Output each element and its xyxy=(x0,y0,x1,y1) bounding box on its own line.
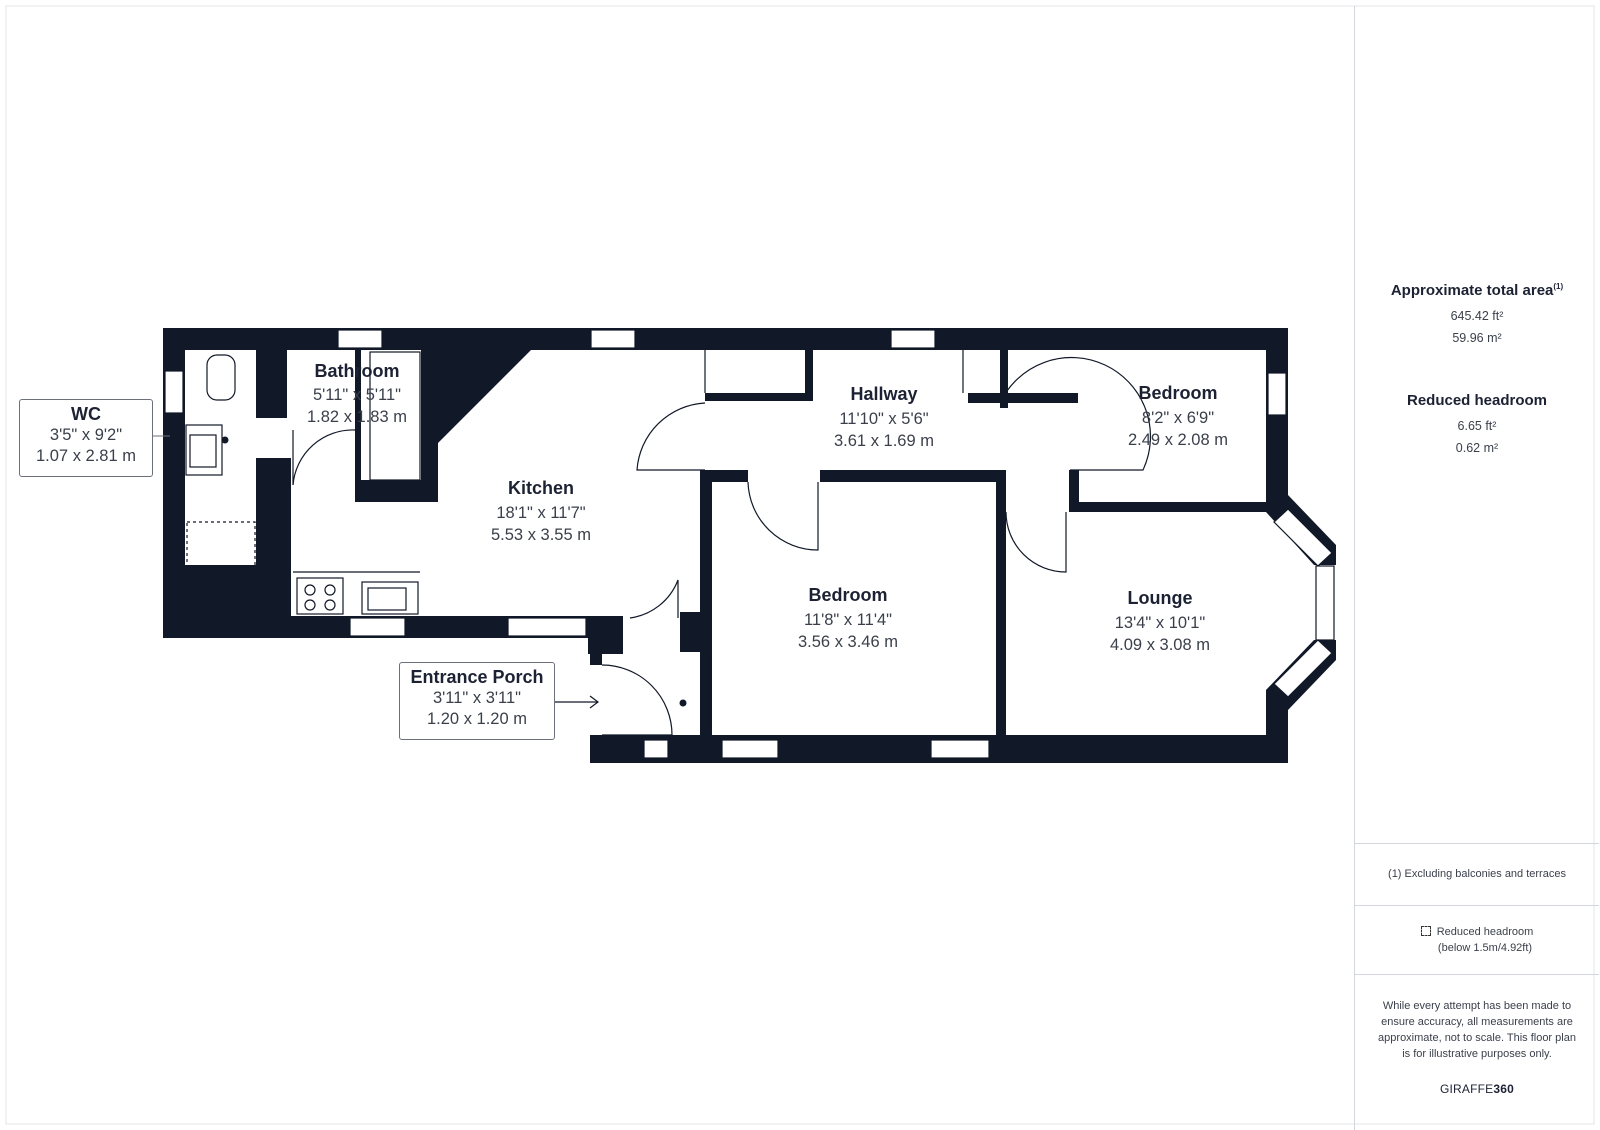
wc-metric: 1.07 x 2.81 m xyxy=(36,447,136,465)
legend: Reduced headroom (below 1.5m/4.92ft) xyxy=(1355,924,1599,956)
disclaimer: While every attempt has been made to ens… xyxy=(1378,1000,1576,1060)
bedroom-large-name: Bedroom xyxy=(808,585,887,605)
hallway-name: Hallway xyxy=(850,384,917,404)
total-area-ft: 645.42 ft² xyxy=(1450,309,1504,323)
footnote: (1) Excluding balconies and terraces xyxy=(1388,868,1566,880)
windows xyxy=(164,329,1335,759)
reduced-headroom-icon xyxy=(1420,926,1431,936)
entrance-porch-name: Entrance Porch xyxy=(410,667,544,687)
lounge-name: Lounge xyxy=(1128,588,1193,608)
reduced-headroom-block: Reduced headroom 6.65 ft² 0.62 m² xyxy=(1355,392,1599,455)
entrance-porch-label: Entrance Porch 3'11" x 3'11" 1.20 x 1.20… xyxy=(399,662,555,740)
reduced-headroom-title: Reduced headroom xyxy=(1406,392,1548,409)
legend-line-1: Reduced headroom xyxy=(1436,926,1534,938)
bathroom-metric: 1.82 x 1.83 m xyxy=(307,408,407,426)
bedroom-large-imperial: 11'8" x 11'4" xyxy=(804,611,892,629)
fixtures xyxy=(185,350,1152,736)
giraffe360-logo: GIRAFFE360 xyxy=(1439,1082,1515,1096)
bedroom-small-imperial: 8'2" x 6'9" xyxy=(1142,409,1214,427)
total-area-title: Approximate total area(1) xyxy=(1390,282,1564,299)
kitchen-metric: 5.53 x 3.55 m xyxy=(491,526,591,544)
separator xyxy=(1355,843,1599,844)
bedroom-large-metric: 3.56 x 3.46 m xyxy=(798,633,898,651)
lounge-metric: 4.09 x 3.08 m xyxy=(1110,636,1210,654)
wc-door-handle xyxy=(221,436,229,444)
entrance-porch-metric: 1.20 x 1.20 m xyxy=(427,710,527,728)
reduced-headroom-ft: 6.65 ft² xyxy=(1457,419,1497,433)
wc-imperial: 3'5" x 9'2" xyxy=(49,426,123,444)
reduced-headroom-m: 0.62 m² xyxy=(1455,441,1499,455)
bathroom-name: Bathroom xyxy=(315,361,400,381)
hallway-metric: 3.61 x 1.69 m xyxy=(834,432,934,450)
bedroom-small-name: Bedroom xyxy=(1138,383,1217,403)
bathroom-imperial: 5'11" x 5'11" xyxy=(313,386,401,404)
wc-label: WC 3'5" x 9'2" 1.07 x 2.81 m xyxy=(19,399,153,477)
lounge-imperial: 13'4" x 10'1" xyxy=(1115,614,1206,632)
kitchen-name: Kitchen xyxy=(508,478,574,498)
porch-door-handle xyxy=(679,699,687,707)
entrance-porch-imperial: 3'11" x 3'11" xyxy=(432,689,522,707)
bedroom-small-metric: 2.49 x 2.08 m xyxy=(1128,431,1228,449)
room-labels: Bathroom 5'11" x 5'11" 1.82 x 1.83 m Hal… xyxy=(307,361,1228,654)
kitchen-imperial: 18'1" x 11'7" xyxy=(496,504,585,522)
legend-line-2: (below 1.5m/4.92ft) xyxy=(1437,942,1533,954)
separator xyxy=(1355,974,1599,975)
total-area-block: Approximate total area(1) 645.42 ft² 59.… xyxy=(1355,282,1599,345)
area-sidebar: Approximate total area(1) 645.42 ft² 59.… xyxy=(1354,6,1599,1130)
hallway-imperial: 11'10" x 5'6" xyxy=(839,410,928,428)
separator xyxy=(1355,905,1599,906)
total-area-m: 59.96 m² xyxy=(1452,331,1502,345)
page-frame xyxy=(5,5,1595,1125)
wc-name: WC xyxy=(71,404,101,424)
